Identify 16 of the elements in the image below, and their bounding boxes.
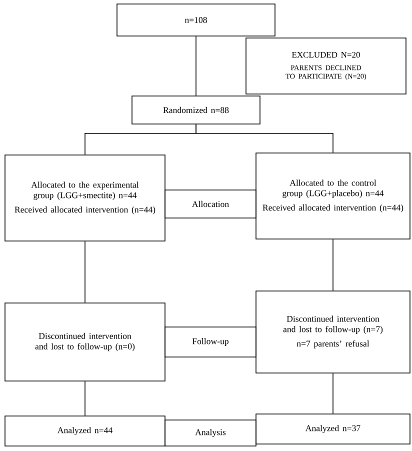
flow-box: Analyzed n=37 <box>256 414 410 444</box>
stage-band: Analysis <box>164 420 256 446</box>
stage-band: Allocation <box>164 190 256 218</box>
flow-box: Randomized n=88 <box>132 96 260 124</box>
flow-box: Allocated to the control group (LGG+placebo) n=44 Received allocated intervention (n=44) <box>256 152 410 240</box>
stage-band: Follow-up <box>164 326 256 358</box>
connector-line <box>84 381 86 416</box>
flow-box: Allocated to the experimental group (LGG+smectite) n=44 Received allocated intervention (n=44) <box>4 154 166 242</box>
flow-box: Discontinued intervention and lost to follow-up (n=7) n=7 parents’ refusal <box>256 290 410 374</box>
flow-box: Analyzed n=44 <box>4 416 166 446</box>
connector-line <box>196 124 334 153</box>
connector-line <box>332 373 334 414</box>
connector-line <box>84 241 86 303</box>
connector-line <box>332 239 334 291</box>
flow-box: n=108 <box>116 4 276 36</box>
flow-box: Discontinued intervention and lost to follow-up (n=0) <box>4 302 166 382</box>
